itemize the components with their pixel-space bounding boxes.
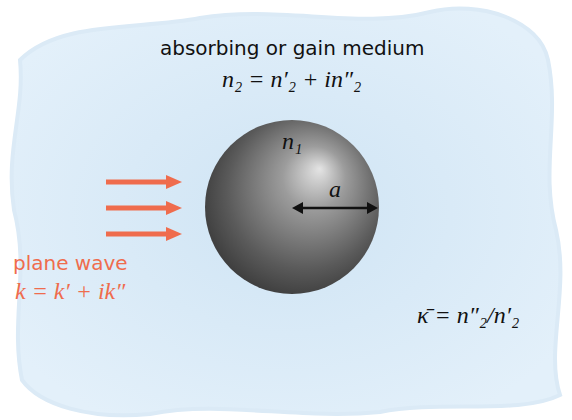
kappa-ratio: κ̄ = n″₂/n′₂ bbox=[417, 302, 519, 330]
medium-title: absorbing or gain medium bbox=[160, 37, 424, 60]
medium-index: n₂ = n′₂ + in″₂ bbox=[222, 66, 361, 94]
wave-vector: k = k′ + ik″ bbox=[15, 278, 125, 306]
wave-label: plane wave bbox=[13, 252, 128, 275]
sphere-index: n₁ bbox=[282, 128, 302, 156]
plane-wave-arrows bbox=[106, 175, 182, 241]
radius-arrow bbox=[292, 202, 378, 214]
radius-label: a bbox=[329, 176, 341, 204]
